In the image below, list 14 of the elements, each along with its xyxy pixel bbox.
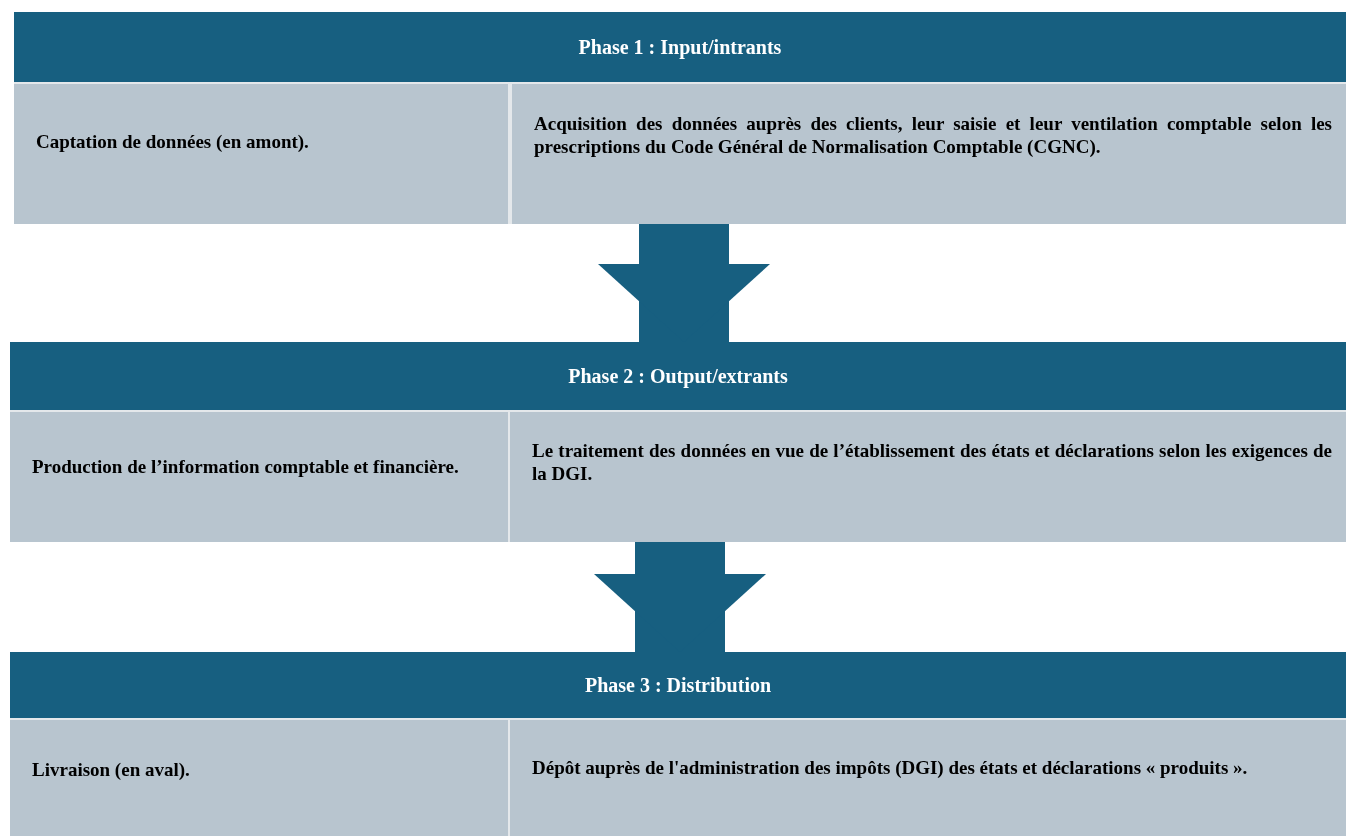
phase-panel [14,12,1346,224]
step-label-cell: Livraison (en aval). [10,720,508,836]
step-description-cell: Acquisition des données auprès des clients, leur saisie et leur ventilation comptable selon les prescriptions du Code Général de Normalisation Comptable (CGNC). [512,84,1346,224]
block-arrow [598,224,770,342]
phase-panel [10,342,1346,542]
step-label-cell: Captation de données (en amont). [14,84,508,224]
phase-panel [10,652,1346,836]
step-label-cell: Production de l’information comptable et financière. [10,412,508,542]
block-arrow [594,542,766,652]
phase-heading: Phase 3 : Distribution [10,652,1346,718]
phase-heading: Phase 1 : Input/intrants [14,12,1346,82]
step-description-cell: Dépôt auprès de l'administration des impôts (DGI) des états et déclarations « produits ». [510,720,1346,836]
step-description-cell: Le traitement des données en vue de l’établissement des états et déclarations selon les exigences de la DGI. [510,412,1346,542]
phase-heading: Phase 2 : Output/extrants [10,342,1346,410]
